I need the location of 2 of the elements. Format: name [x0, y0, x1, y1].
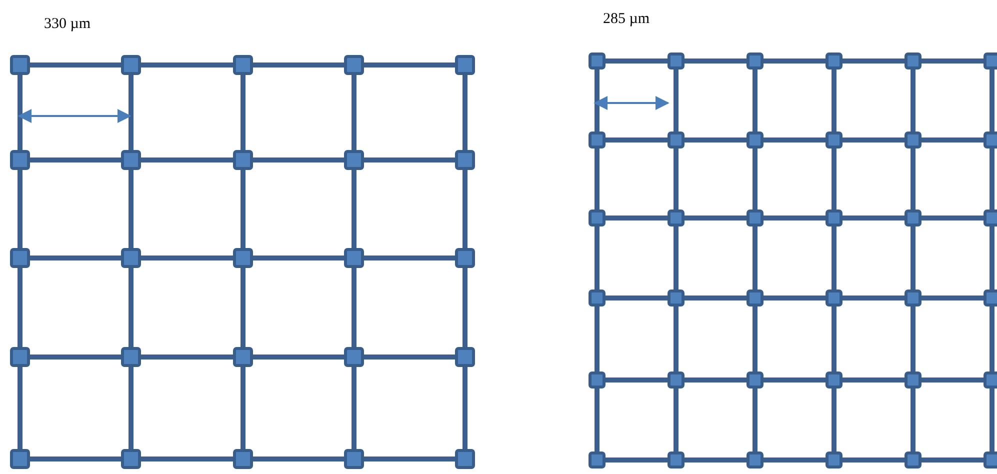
- dimension-label: 330 µm: [44, 15, 91, 34]
- dimension-label: 285 µm: [603, 10, 650, 29]
